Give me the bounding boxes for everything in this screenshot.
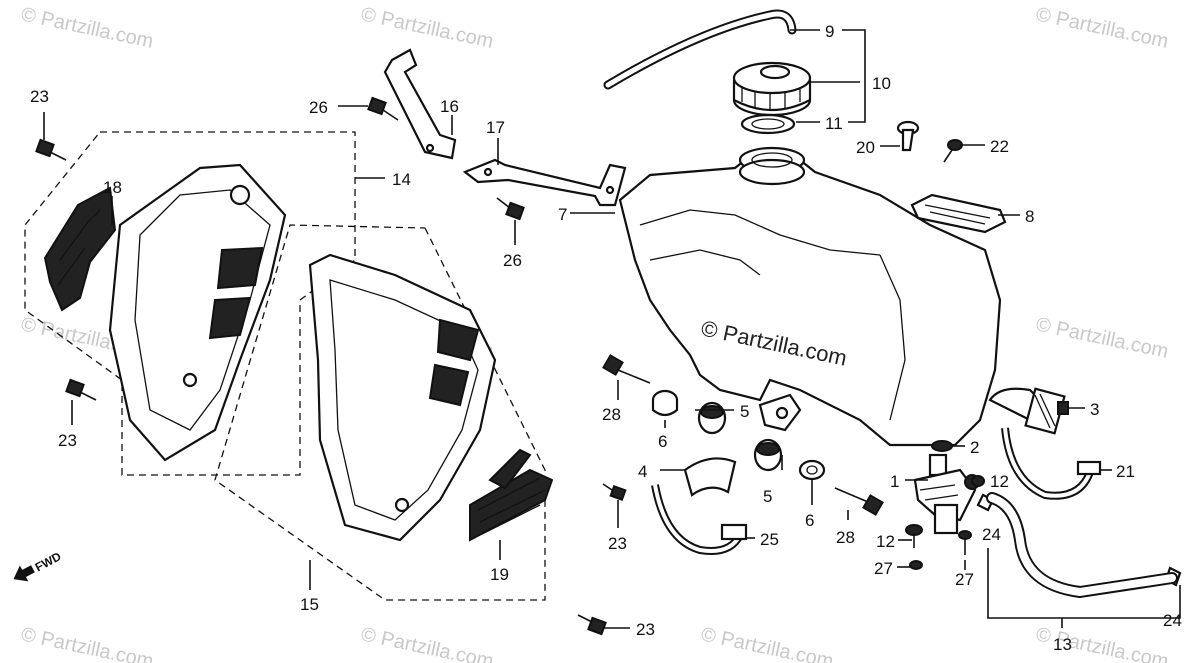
- callout-25: 25: [760, 530, 779, 549]
- callout-23-upper: 23: [30, 87, 49, 106]
- callout-10: 10: [872, 74, 891, 93]
- decal-detail: [57, 209, 101, 286]
- washer-2: [931, 440, 953, 452]
- bolt-23-left: [65, 378, 97, 401]
- screw-22: [943, 139, 963, 163]
- callout-5-lower: 5: [763, 487, 772, 506]
- bolt-28-upper: [602, 354, 651, 384]
- group-outline-14: [24, 131, 356, 476]
- grommet-5-lower: [753, 438, 783, 472]
- callout-2: 2: [970, 438, 979, 457]
- callout-24-right: 24: [1163, 611, 1182, 630]
- screw-12-right: [971, 475, 985, 487]
- callout-21: 21: [1116, 462, 1135, 481]
- callout-labels: 9 10 11 20 22 7 8 3 2 1 12 21 24 12 27 2…: [30, 22, 1182, 654]
- callout-15: 15: [300, 595, 319, 614]
- callout-6-upper: 6: [658, 432, 667, 451]
- fuel-tank-7: [618, 146, 1002, 447]
- callout-6-lower: 6: [805, 511, 814, 530]
- callout-13: 13: [1053, 635, 1072, 654]
- watermark-text: © Partzilla.com: [1034, 313, 1170, 363]
- leader-lines: [43, 29, 1181, 629]
- left-shroud: [108, 163, 287, 462]
- watermark-text: © Partzilla.com: [19, 3, 155, 53]
- stay-17: [462, 158, 627, 207]
- bolt-26-lower: [496, 197, 525, 221]
- callout-26-lower: 26: [503, 251, 522, 270]
- callout-1: 1: [890, 472, 899, 491]
- callout-23-bottom: 23: [636, 620, 655, 639]
- callout-27-right: 27: [955, 570, 974, 589]
- bolt-23-bottom: [577, 614, 607, 636]
- grommet-5-upper: [697, 401, 727, 435]
- callout-20: 20: [856, 138, 875, 157]
- callout-23-center: 23: [608, 534, 627, 553]
- callout-17: 17: [486, 118, 505, 137]
- callout-22: 22: [990, 137, 1009, 156]
- screw-27-right: [958, 530, 972, 555]
- right-shroud: [308, 253, 497, 542]
- bolt-20: [896, 120, 920, 152]
- bolt-23-center: [602, 483, 627, 502]
- callout-16: 16: [440, 97, 459, 116]
- fuel-cap-10: [732, 61, 812, 117]
- fuel-switch-3: [988, 387, 1069, 435]
- fwd-label: FWD: [33, 549, 64, 574]
- watermark-text: © Partzilla.com: [19, 623, 155, 663]
- callout-7: 7: [558, 205, 567, 224]
- heat-guard-8: [910, 193, 1007, 234]
- callout-5-upper: 5: [740, 402, 749, 421]
- fwd-arrow-icon: FWD: [13, 549, 64, 582]
- collar-6-lower: [798, 459, 826, 481]
- callout-28-upper: 28: [602, 405, 621, 424]
- callout-8: 8: [1025, 207, 1034, 226]
- group-outline-15: [214, 224, 546, 601]
- emblem-19: [469, 448, 554, 542]
- callout-12-right: 12: [990, 472, 1009, 491]
- callout-14: 14: [392, 170, 411, 189]
- callout-23-left: 23: [58, 431, 77, 450]
- band-25: [651, 484, 748, 555]
- bolt-28-lower: [834, 487, 884, 516]
- collar-6-upper: [651, 389, 679, 417]
- callout-4: 4: [638, 462, 647, 481]
- callout-11: 11: [825, 114, 843, 133]
- watermark-text: © Partzilla.com: [699, 623, 835, 663]
- watermark-text: © Partzilla.com: [1034, 3, 1170, 53]
- callout-12-lower: 12: [876, 532, 895, 551]
- callout-18: 18: [103, 178, 122, 197]
- bolt-26-top: [367, 96, 399, 121]
- callout-26-top: 26: [309, 98, 328, 117]
- watermark-text: © Partzilla.com: [359, 623, 495, 663]
- screw-12-lower: [905, 524, 923, 548]
- cap-gasket-11: [740, 113, 796, 135]
- callout-19: 19: [490, 565, 509, 584]
- callout-3: 3: [1090, 400, 1099, 419]
- bolt-23-upper: [35, 138, 67, 161]
- fuel-cock-1: [913, 453, 980, 535]
- cushion-4: [683, 457, 737, 497]
- washer-27-left: [909, 560, 923, 570]
- callout-27-left: 27: [874, 559, 893, 578]
- watermark-text: © Partzilla.com: [359, 3, 495, 53]
- callout-9: 9: [825, 22, 834, 41]
- stay-16: [383, 48, 457, 160]
- stripe-decal-18: [43, 186, 117, 312]
- callout-24-left: 24: [982, 525, 1001, 544]
- band-21: [1001, 427, 1102, 500]
- callout-28-lower: 28: [836, 528, 855, 547]
